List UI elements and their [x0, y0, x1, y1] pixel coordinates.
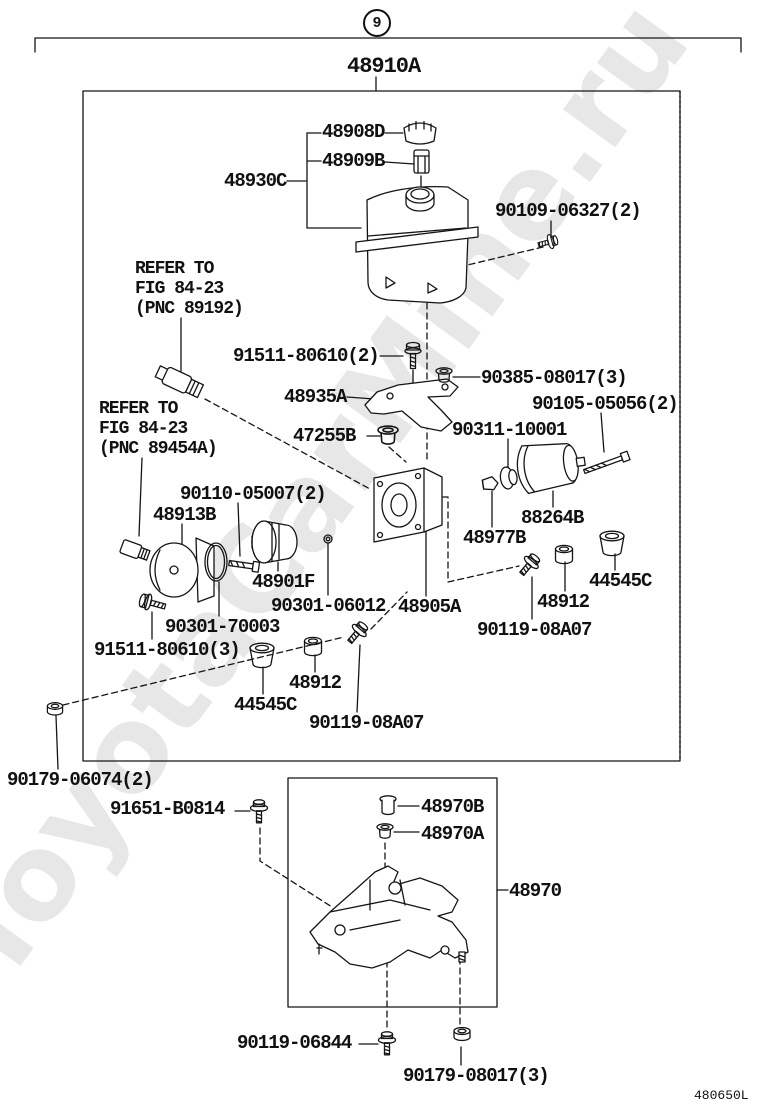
small-o-ring-drawing: [323, 534, 333, 544]
lower-bracket-drawing: [309, 865, 469, 969]
pressure-sensor-drawing: [154, 365, 205, 399]
part-label-pump: 48901F: [252, 571, 315, 593]
strainer-drawing: [413, 149, 430, 174]
nut-drawing: [46, 702, 64, 716]
through-bolt-drawing: [228, 559, 261, 573]
reservoir-cap-drawing: [403, 120, 437, 145]
frame-boxes: [34, 37, 742, 1008]
part-label-accumulator: 88264B: [521, 507, 584, 529]
motor-drawing: [149, 537, 215, 603]
lower-bracket-nut-drawing: [453, 1026, 471, 1042]
housing-drawing: [373, 467, 443, 543]
part-label-accumulator-piston: 90311-10001: [452, 419, 567, 441]
part-label-strainer: 48909B: [322, 150, 385, 172]
part-label-lower-bracket: 48970: [509, 880, 562, 902]
part-label-spacer-left: 48912: [289, 672, 342, 694]
part-label-o-ring-small: 90301-06012: [271, 595, 386, 617]
part-label-bolt-91651: 91651-B0814: [110, 798, 225, 820]
union-bolt-drawing: [137, 591, 168, 615]
part-label-cushion-left: 44545C: [234, 694, 297, 716]
part-label-reservoir-bolt: 90109-06327(2): [495, 200, 642, 222]
part-label-collar: 48970B: [421, 796, 484, 818]
part-label-nut: 90179-06074(2): [7, 769, 154, 791]
part-label-motor: 48913B: [153, 504, 216, 526]
part-label-o-ring-pump: 90301-70003: [165, 616, 280, 638]
lower-bracket-bolt-drawing: [377, 1031, 397, 1056]
bracket-bolt-drawing: [404, 341, 422, 370]
part-label-mount-bolt-left: 90119-08A07: [309, 712, 424, 734]
part-label-accumulator-bolt: 90105-05056(2): [532, 393, 679, 415]
reservoir-bolt-drawing: [536, 232, 560, 253]
collar-drawing: [379, 795, 397, 816]
leader-lines: [55, 76, 616, 1066]
upper-bracket-drawing: [364, 378, 459, 432]
accumulator-piston-drawing: [499, 466, 518, 490]
bolt-91651-drawing: [249, 799, 269, 824]
assembly-guide-lines: [62, 246, 544, 1028]
part-label-accumulator-plug: 48977B: [463, 527, 526, 549]
mount-bolt-right-drawing: [514, 550, 544, 580]
part-label-bracket-grommet: 90385-08017(3): [481, 367, 628, 389]
assembly-title-label: 48910A: [347, 54, 421, 79]
part-label-bracket-bolt: 91511-80610(2): [233, 345, 380, 367]
part-label-mount-bolt-right: 90119-08A07: [477, 619, 592, 641]
part-label-cushion-right: 44545C: [589, 570, 652, 592]
part-label-bracket: 48935A: [284, 386, 347, 408]
mount-bolt-left-drawing: [342, 618, 372, 648]
pump-o-ring-drawing: [204, 542, 228, 582]
part-label-cap: 48908D: [322, 121, 385, 143]
part-label-lower-bracket-nut: 90179-08017(3): [403, 1065, 550, 1087]
accumulator-bolt-drawing: [582, 450, 631, 475]
part-label-lower-bracket-bolt: 90119-06844: [237, 1032, 352, 1054]
cushion-right-drawing: [599, 530, 625, 557]
part-label-grommet: 47255B: [293, 425, 356, 447]
part-label-union-bolt: 91511-80610(3): [94, 639, 241, 661]
spacer-right-drawing: [554, 544, 574, 565]
part-label-through-bolt: 90110-05007(2): [180, 483, 327, 505]
figure-number-badge: 9: [363, 9, 391, 37]
part-label-reservoir: 48930C: [224, 170, 287, 192]
drawing-code: 480650L: [694, 1088, 749, 1103]
grommet-47255b-drawing: [377, 425, 399, 445]
part-label-housing: 48905A: [398, 596, 461, 618]
part-label-spacer-right: 48912: [537, 591, 590, 613]
bracket-cushion-drawing: [376, 823, 394, 839]
accumulator-drawing: [516, 443, 586, 495]
accumulator-plug-drawing: [481, 476, 499, 491]
switch-sensor-drawing: [119, 539, 151, 561]
part-label-bracket-cushion: 48970A: [421, 823, 484, 845]
reservoir-drawing: [355, 185, 479, 304]
pump-drawing: [251, 520, 298, 564]
